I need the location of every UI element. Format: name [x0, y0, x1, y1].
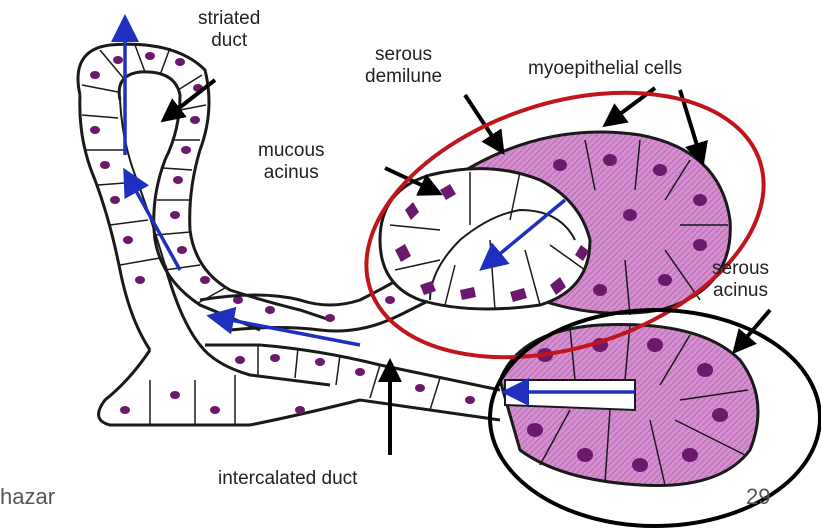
lower-duct-cell-walls: [150, 345, 440, 425]
label-serous-acinus: serous acinus: [712, 258, 769, 302]
label-striated-duct: striated duct: [198, 8, 260, 52]
label-serous-demilune: serous demilune: [365, 44, 442, 88]
page-number: 29: [746, 484, 770, 510]
label-myoepithelial-cells: myoepithelial cells: [528, 58, 682, 80]
footer-author: hazar: [0, 484, 55, 510]
label-mucous-acinus: mucous acinus: [258, 140, 325, 184]
mucous-acinus: [380, 169, 590, 310]
label-intercalated-duct: intercalated duct: [218, 468, 357, 490]
lower-duct-nuclei: [120, 354, 475, 414]
serous-acinus: [500, 324, 758, 485]
